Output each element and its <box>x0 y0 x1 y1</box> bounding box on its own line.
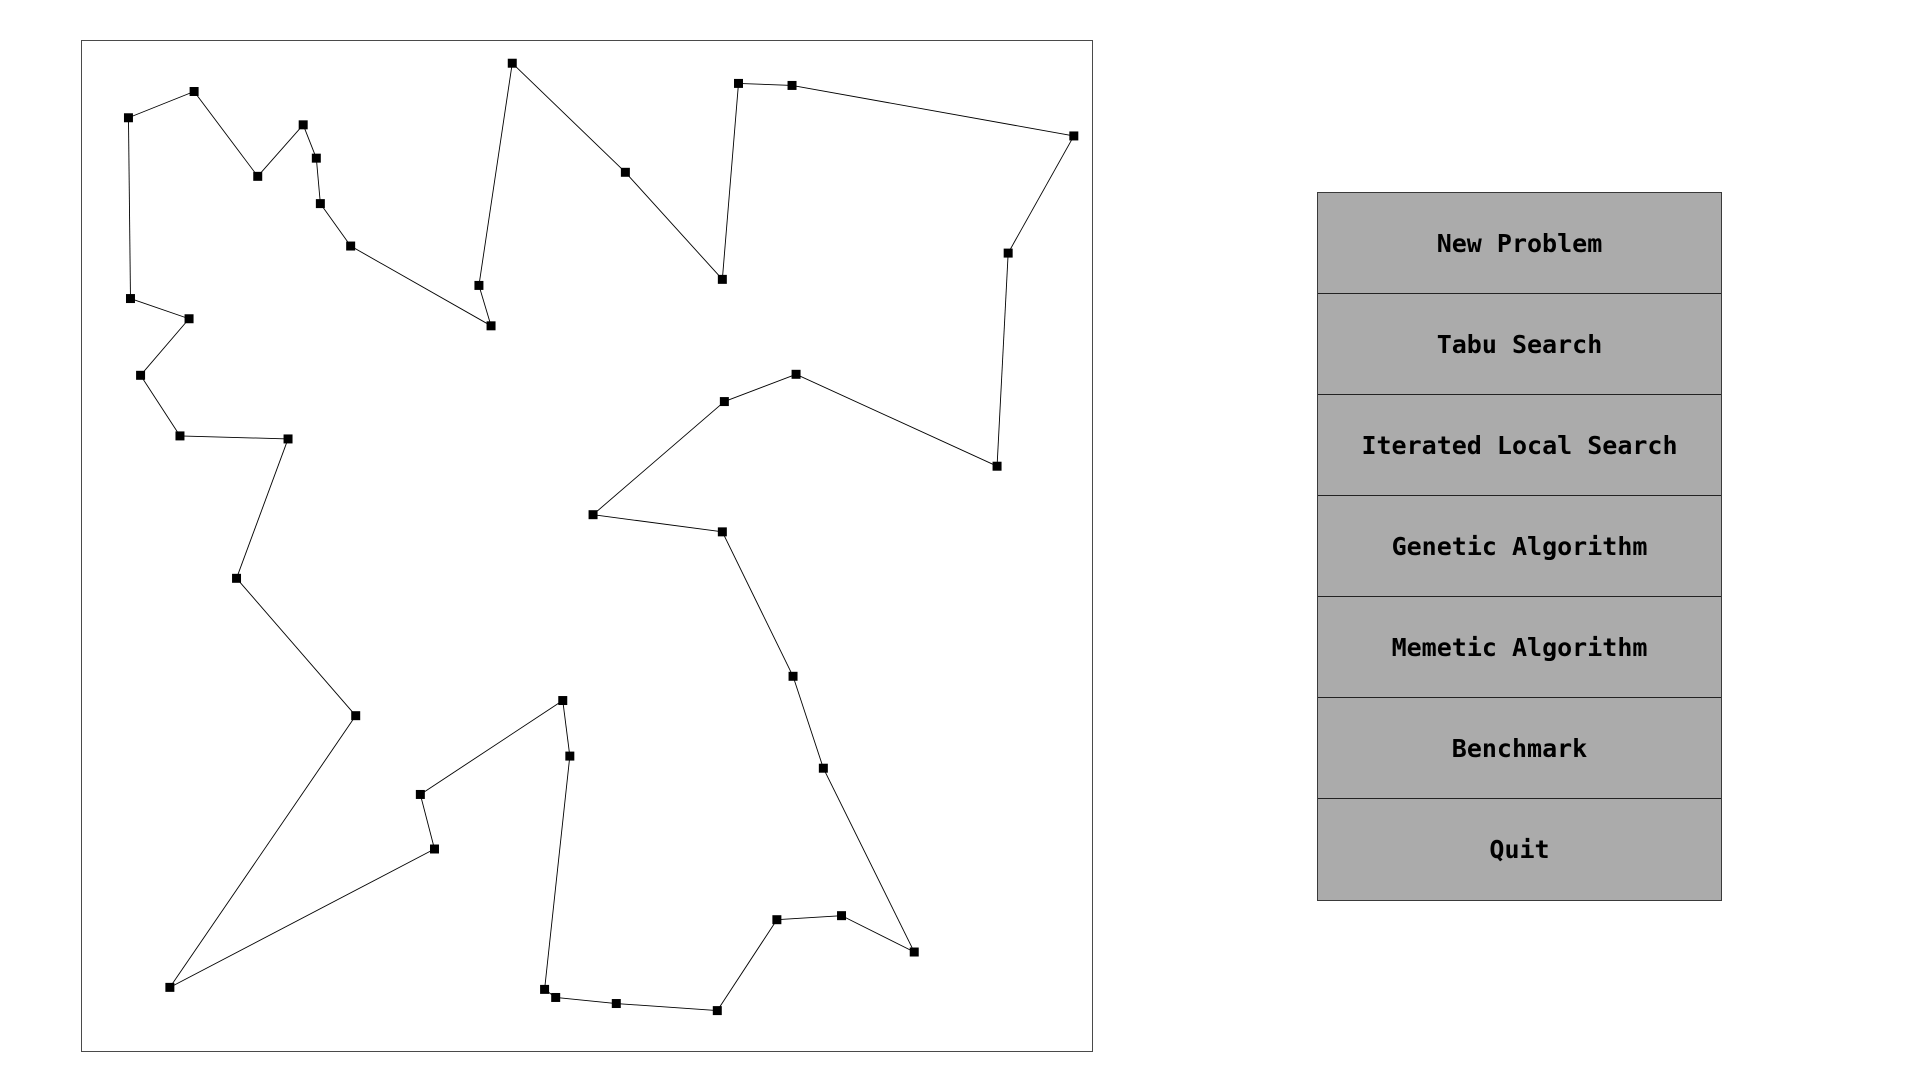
city-node <box>992 461 1002 471</box>
tour-edge <box>128 91 195 119</box>
tour-edge <box>302 124 317 159</box>
city-node <box>551 992 561 1002</box>
tour-edge <box>179 435 289 440</box>
tour-edge <box>478 63 513 286</box>
city-node <box>1003 248 1013 258</box>
algorithm-menu: New Problem Tabu Search Iterated Local S… <box>1317 192 1722 901</box>
city-node <box>788 671 798 681</box>
city-node <box>123 113 133 123</box>
city-node <box>189 87 199 96</box>
tour-edge <box>593 514 723 533</box>
tour-edge <box>791 84 1074 137</box>
city-node <box>1069 131 1079 141</box>
city-node <box>837 911 847 921</box>
tour-edge <box>841 915 915 953</box>
tour-edge <box>555 997 617 1004</box>
city-node <box>474 280 484 290</box>
city-node <box>565 751 575 761</box>
new-problem-button[interactable]: New Problem <box>1318 193 1721 294</box>
city-node <box>136 370 146 380</box>
tour-edge <box>616 1003 718 1012</box>
tour-edge <box>169 848 435 988</box>
tour-edge <box>140 375 181 437</box>
tabu-search-button[interactable]: Tabu Search <box>1318 294 1721 395</box>
tour-edge <box>625 171 723 280</box>
city-node <box>232 573 242 583</box>
city-node <box>734 78 743 88</box>
tour-edge <box>721 83 739 280</box>
quit-button[interactable]: Quit <box>1318 799 1721 900</box>
tour-edge <box>128 117 131 299</box>
tour-edge <box>419 794 435 850</box>
memetic-algorithm-button[interactable]: Memetic Algorithm <box>1318 597 1721 698</box>
city-node <box>791 369 801 379</box>
city-node <box>311 153 321 163</box>
tour-edge <box>544 756 571 990</box>
city-node <box>611 999 621 1009</box>
tour-edge <box>140 318 190 376</box>
tour-edge <box>319 203 352 247</box>
city-node <box>558 696 568 706</box>
city-node <box>717 274 727 284</box>
city-node <box>540 984 550 994</box>
tour-plot <box>123 58 1079 1016</box>
tour-edge <box>716 919 778 1011</box>
tour-edge <box>130 298 190 320</box>
city-node <box>184 314 194 324</box>
benchmark-button[interactable]: Benchmark <box>1318 698 1721 799</box>
tour-edge <box>420 700 564 795</box>
tour-edge <box>724 373 797 402</box>
city-node <box>712 1006 722 1016</box>
city-node <box>415 789 425 799</box>
tour-edge <box>257 124 304 177</box>
tour-edge <box>1007 135 1075 254</box>
tour-edge <box>996 253 1009 467</box>
city-node <box>125 294 135 304</box>
city-node <box>486 321 496 331</box>
tour-edge <box>169 715 357 988</box>
city-node <box>351 711 361 721</box>
tour-edge <box>795 373 998 467</box>
tour-edge <box>511 62 626 173</box>
city-node <box>175 431 185 441</box>
tour-edge <box>721 531 794 677</box>
tour-edge <box>776 915 842 921</box>
tour-edge <box>792 676 824 769</box>
tour-edge <box>315 158 321 204</box>
city-node <box>429 844 439 854</box>
city-node <box>165 982 175 992</box>
city-node <box>588 510 598 520</box>
city-node <box>620 167 630 177</box>
tour-edge <box>592 401 725 516</box>
city-node <box>717 527 727 537</box>
city-node <box>283 434 293 444</box>
city-node <box>772 915 782 925</box>
city-node <box>909 947 919 957</box>
genetic-algorithm-button[interactable]: Genetic Algorithm <box>1318 496 1721 597</box>
city-node <box>298 120 308 130</box>
city-node <box>719 397 729 407</box>
city-node <box>315 199 325 209</box>
tour-edge <box>236 438 289 579</box>
tour-edge <box>562 700 571 757</box>
tour-edge <box>822 768 915 953</box>
city-node <box>787 80 797 90</box>
city-node <box>507 58 517 68</box>
tour-edge <box>478 285 492 326</box>
city-node <box>818 763 828 773</box>
tour-edge <box>236 578 357 716</box>
tour-edge <box>193 91 259 177</box>
tour-edge <box>738 82 793 86</box>
tour-edge <box>350 245 492 327</box>
city-node <box>253 171 263 181</box>
iterated-local-search-button[interactable]: Iterated Local Search <box>1318 395 1721 496</box>
tsp-tour-canvas <box>81 40 1093 1052</box>
city-node <box>346 241 356 251</box>
